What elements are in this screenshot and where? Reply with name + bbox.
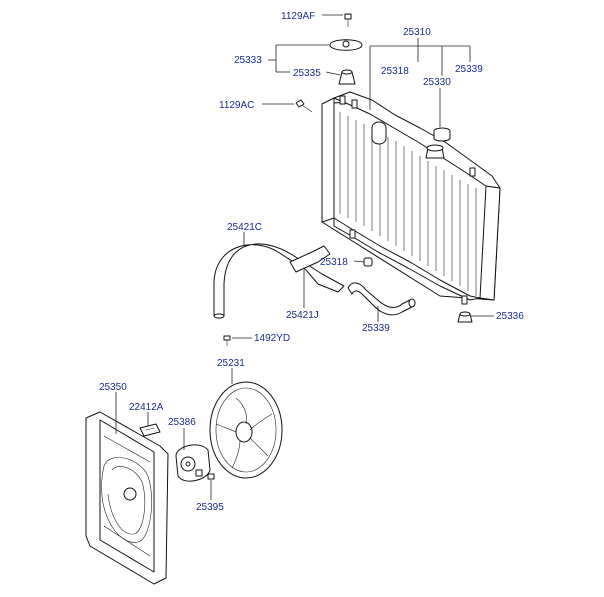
radiator bbox=[321, 91, 501, 305]
bolt-1129af bbox=[344, 13, 352, 27]
label-25421c: 25421C bbox=[227, 222, 262, 233]
label-25318-mid: 25318 bbox=[320, 257, 348, 268]
label-1492yd: 1492YD bbox=[254, 333, 290, 344]
label-25330: 25330 bbox=[423, 77, 451, 88]
fan-nut bbox=[207, 473, 215, 480]
label-25333: 25333 bbox=[234, 55, 262, 66]
label-25395: 25395 bbox=[196, 502, 224, 513]
drain-plug bbox=[457, 311, 473, 323]
part-labels: 1129AF 25310 25333 25335 25318 25339 253… bbox=[99, 11, 524, 513]
screw-1492yd bbox=[223, 335, 231, 346]
label-25421j: 25421J bbox=[286, 310, 319, 321]
label-25336: 25336 bbox=[496, 311, 524, 322]
label-25350: 25350 bbox=[99, 382, 127, 393]
label-25231: 25231 bbox=[217, 358, 245, 369]
fan-blade bbox=[209, 381, 283, 479]
label-22412a: 22412A bbox=[129, 402, 164, 413]
label-1129ac: 1129AC bbox=[219, 100, 254, 111]
radiator-cap bbox=[433, 127, 451, 142]
fan-motor bbox=[175, 444, 211, 482]
label-1129af: 1129AF bbox=[281, 11, 315, 22]
upper-hose bbox=[213, 243, 345, 319]
upper-bracket bbox=[329, 39, 363, 51]
label-25318-top: 25318 bbox=[381, 66, 409, 77]
lower-hose bbox=[289, 245, 331, 273]
upper-insulator bbox=[338, 69, 356, 85]
overflow-tube bbox=[347, 282, 416, 316]
fan-shroud bbox=[85, 411, 169, 585]
label-25335: 25335 bbox=[293, 68, 321, 79]
label-25339-mid: 25339 bbox=[362, 323, 390, 334]
label-25386: 25386 bbox=[168, 417, 196, 428]
hose-clip bbox=[363, 257, 373, 267]
bolt-1129ac bbox=[295, 99, 313, 113]
label-25339-top: 25339 bbox=[455, 64, 483, 75]
label-25310: 25310 bbox=[403, 27, 431, 38]
leader-lines bbox=[115, 14, 494, 500]
label-tag bbox=[139, 423, 161, 437]
